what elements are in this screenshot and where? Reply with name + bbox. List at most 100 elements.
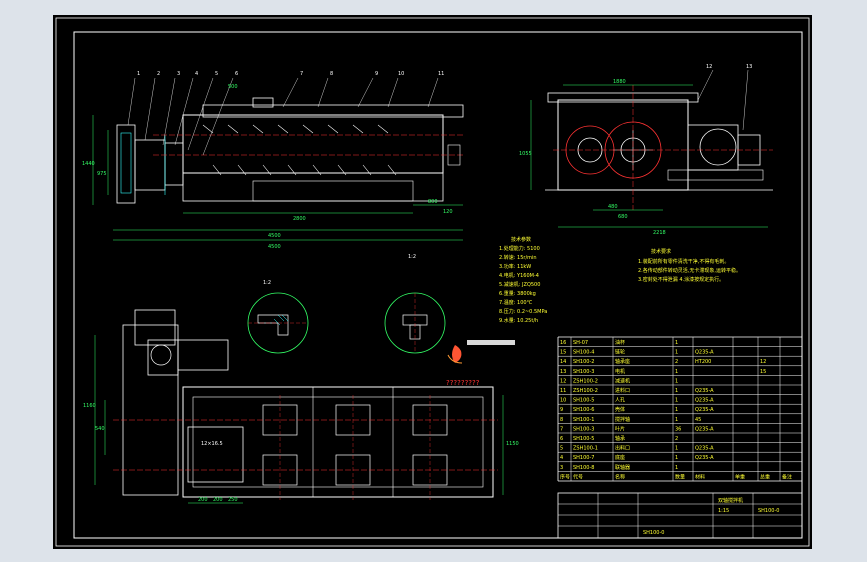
bom-cell: Q235-A	[695, 350, 714, 356]
tech-param-2: 2.转速: 15r/min	[499, 254, 537, 261]
callout-10: 10	[398, 71, 404, 77]
callout-3: 3	[177, 71, 180, 77]
dim-inner: 975	[97, 171, 107, 177]
front-view	[92, 97, 464, 241]
req-1: 1.装配前所有零件清洗干净,不得有毛刺。	[638, 258, 729, 265]
inner-border	[73, 31, 803, 539]
dim-side-top: 1880	[613, 79, 626, 85]
dim-mid-right: 800	[428, 199, 438, 205]
bom-cell: 3	[560, 465, 563, 471]
bom-cell: 搅拌轴	[615, 416, 630, 423]
bom-header-cell: 单重	[735, 473, 745, 480]
bom-cell: 12	[560, 378, 566, 384]
dim-plan-b2: 200	[213, 497, 223, 503]
side-view: 12 13 1880 2218 480 680 1055	[519, 64, 773, 236]
bom-cell: 减速机	[615, 377, 630, 384]
bom-cell: Q235-A	[695, 455, 714, 461]
dim-plan-left-h2: 540	[95, 426, 105, 432]
bom-cell: Q235-A	[695, 388, 714, 394]
bom-header-cell: 序号	[560, 473, 570, 480]
bom-cell: SH100-5	[573, 398, 594, 404]
detail-b: 1:2	[384, 254, 446, 354]
dim-side-height: 1055	[519, 151, 532, 157]
bom-cell: 1	[675, 455, 678, 461]
tech-param-6: 6.重量: 3800kg	[499, 290, 536, 297]
dim-small2: 500	[228, 84, 238, 90]
drawing-sheet: 1 2 3 4 5 6 7 8 9 10 11 4500 4500 2800 8…	[53, 15, 812, 549]
dim-width-total: 4500	[268, 244, 281, 250]
tech-title: 技术参数	[511, 236, 531, 243]
callout-7: 7	[300, 71, 303, 77]
bom-header-cell: 材料	[695, 473, 705, 480]
tech-param-9: 9.水量: 10.25t/h	[499, 317, 538, 324]
dim-side-bottom: 2218	[653, 230, 666, 236]
bom-cell: 16	[560, 340, 566, 346]
bom-cell: ZSH100-1	[573, 446, 598, 452]
tech-param-4: 4.电机: Y160M-4	[499, 272, 539, 279]
bom-cell: ZSH100-2	[573, 388, 598, 394]
bom-cell: 电机	[615, 368, 625, 375]
bom-cell: 1	[675, 369, 678, 375]
plan-view: 1160 540 1150 200 200 250 12×16.5	[83, 309, 519, 504]
bom-cell: 人孔	[615, 397, 625, 404]
bom-cell: 13	[560, 369, 566, 375]
bom-cell: Q235-A	[695, 407, 714, 413]
tech-requirements: 技术要求 1.装配前所有零件清洗干净,不得有毛刺。 2.各传动部件转动灵活,无卡…	[638, 248, 741, 283]
bom-cell: 1	[675, 446, 678, 452]
title-block: 双轴搅拌机 SH100-0 1:15 SH100-0	[557, 492, 803, 539]
detail-b-label: 1:2	[408, 254, 416, 260]
req-title: 技术要求	[651, 248, 671, 255]
bom-cell: 出料口	[615, 445, 630, 452]
bom-cell: 1	[675, 465, 678, 471]
bom-header-cell: 备注	[782, 473, 792, 480]
front-callouts: 1 2 3 4 5 6 7 8 9 10 11	[127, 71, 444, 156]
bom-cell: 11	[560, 388, 566, 394]
bom-cell: 1	[675, 407, 678, 413]
bom-cell: 14	[560, 359, 566, 365]
req-2: 2.各传动部件转动灵活,无卡滞现象,运转平稳。	[638, 267, 741, 274]
bom-cell: SH100-3	[573, 369, 594, 375]
bom-cell: 联轴器	[615, 464, 630, 471]
bom-cell: Q235-A	[695, 398, 714, 404]
dim-plan-inner-box: 12×16.5	[201, 441, 223, 447]
bom-cell: 4	[560, 455, 563, 461]
dim-height: 1440	[82, 161, 95, 167]
callout-13: 13	[746, 64, 752, 70]
dim-plan-b3: 250	[228, 497, 238, 503]
bom-cell: 1	[675, 350, 678, 356]
bom-header-cell: 数量	[675, 473, 685, 480]
title-block-code: SH100-0	[758, 508, 779, 514]
bom-cell: 2	[675, 436, 678, 442]
bom-header-cell: 代号	[573, 473, 583, 480]
bom-cell: SH100-1	[573, 417, 594, 423]
bom-cell: HT200	[695, 359, 711, 365]
bom-cell: 链轮	[615, 349, 625, 356]
bom-cell: SH100-3	[573, 426, 594, 432]
logo: ?????????	[446, 340, 515, 387]
callout-5: 5	[215, 71, 218, 77]
tech-param-3: 3.功率: 11kW	[499, 263, 531, 270]
detail-a: 1:2	[247, 280, 309, 354]
tech-param-5: 5.减速机: JZQ500	[499, 281, 540, 288]
bom-cell: 12	[760, 359, 766, 365]
title-block-sheet: SH100-0	[643, 530, 664, 536]
dim-mid-left: 2800	[293, 216, 306, 222]
callout-8: 8	[330, 71, 333, 77]
bom-cell: 2	[675, 359, 678, 365]
tech-param-1: 1.处理能力: 5100	[499, 245, 540, 252]
bom-cell: 轴承座	[615, 358, 630, 365]
callout-4: 4	[195, 71, 198, 77]
tech-param-8: 8.压力: 0.2~0.5MPa	[499, 308, 547, 315]
bom-cell: 1	[675, 340, 678, 346]
callout-11: 11	[438, 71, 444, 77]
bom-cell: 45	[695, 417, 701, 423]
bom-cell: SH100-7	[573, 455, 594, 461]
callout-12: 12	[706, 64, 712, 70]
callout-6: 6	[235, 71, 238, 77]
dim-plan-b1: 200	[198, 497, 208, 503]
bom-cell: 1	[675, 378, 678, 384]
bom-cell: Q235-A	[695, 426, 714, 432]
cad-drawing: 1 2 3 4 5 6 7 8 9 10 11 4500 4500 2800 8…	[55, 17, 810, 547]
bom-cell: 8	[560, 417, 563, 423]
callout-2: 2	[157, 71, 160, 77]
